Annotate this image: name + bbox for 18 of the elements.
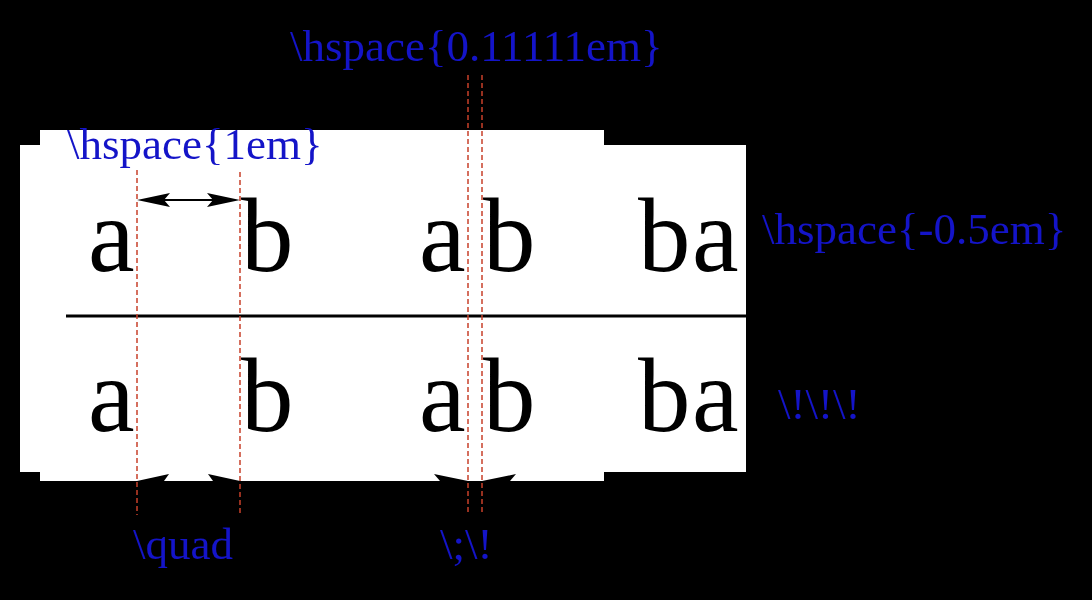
sample-letter: b — [638, 354, 691, 438]
command-label: \!\!\! — [778, 382, 861, 427]
sample-letter: b — [241, 354, 294, 438]
sample-letter: a — [88, 354, 135, 438]
command-label: \hspace{-0.5em} — [762, 207, 1067, 252]
sample-letter: b — [483, 354, 536, 438]
command-label: \quad — [133, 522, 233, 567]
sample-letter: a — [88, 194, 135, 278]
sample-letter: b — [638, 194, 691, 278]
sample-letter: b — [241, 194, 294, 278]
sample-letter: a — [692, 354, 739, 438]
sample-letter: a — [692, 194, 739, 278]
command-label: \;\! — [440, 522, 493, 567]
sample-letter: b — [483, 194, 536, 278]
sample-letter: a — [419, 354, 466, 438]
command-label: \hspace{1em} — [67, 122, 323, 167]
command-label: \hspace{0.11111em} — [290, 24, 663, 69]
sample-letter: a — [419, 194, 466, 278]
